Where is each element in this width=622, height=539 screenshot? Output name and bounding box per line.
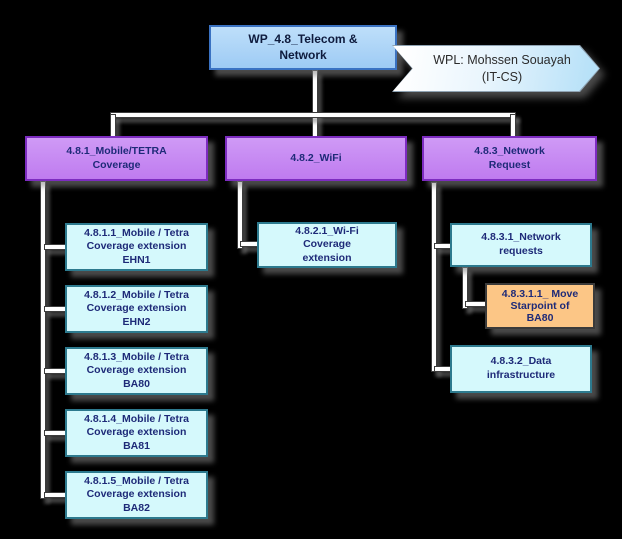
- connector-4815-stub: [44, 492, 67, 498]
- node-4-8-1-3-ba80: 4.8.1.3_Mobile / Tetra Coverage extensio…: [65, 347, 208, 395]
- node-4-8-3-2-label: 4.8.3.2_Data infrastructure: [486, 355, 556, 381]
- node-4-8-1-1-label: 4.8.1.1_Mobile / Tetra Coverage extensio…: [84, 226, 189, 266]
- node-4-8-3-2-data-infrastructure: 4.8.3.2_Data infrastructure: [450, 345, 592, 393]
- connector-481-spine: [40, 181, 46, 499]
- connector-branch3-stub: [510, 114, 516, 138]
- node-4-8-3-network-request: 4.8.3_Network Request: [422, 136, 597, 181]
- node-4-8-3-1-label: 4.8.3.1_Network requests: [481, 231, 561, 257]
- node-4-8-1-label: 4.8.1_Mobile/TETRA Coverage: [66, 144, 167, 171]
- node-4-8-1-mobile-tetra-coverage: 4.8.1_Mobile/TETRA Coverage: [25, 136, 208, 181]
- node-4-8-1-1-ehn1: 4.8.1.1_Mobile / Tetra Coverage extensio…: [65, 223, 208, 271]
- wpl-banner-label: WPL: Mohssen Souayah (IT-CS): [433, 52, 571, 84]
- node-4-8-1-2-label: 4.8.1.2_Mobile / Tetra Coverage extensio…: [84, 288, 189, 328]
- node-4-8-1-5-ba82: 4.8.1.5_Mobile / Tetra Coverage extensio…: [65, 471, 208, 519]
- wpl-banner-fill: WPL: Mohssen Souayah (IT-CS): [393, 46, 599, 91]
- node-4-8-2-1-label: 4.8.2.1_Wi-Fi Coverage extension: [295, 224, 359, 264]
- node-4-8-2-label: 4.8.2_WiFi: [290, 151, 342, 164]
- node-4-8-1-2-ehn2: 4.8.1.2_Mobile / Tetra Coverage extensio…: [65, 285, 208, 333]
- node-4-8-2-1-wifi-coverage-extension: 4.8.2.1_Wi-Fi Coverage extension: [257, 222, 397, 268]
- connector-48311-spine: [462, 267, 468, 309]
- connector-4811-stub: [44, 244, 67, 250]
- connector-4814-stub: [44, 430, 67, 436]
- node-4-8-1-3-label: 4.8.1.3_Mobile / Tetra Coverage extensio…: [84, 350, 189, 390]
- connector-4813-stub: [44, 368, 67, 374]
- node-4-8-3-1-1-label: 4.8.3.1.1_ Move Starpoint of BA80: [501, 287, 579, 325]
- node-4-8-1-5-label: 4.8.1.5_Mobile / Tetra Coverage extensio…: [84, 474, 189, 514]
- wpl-banner: WPL: Mohssen Souayah (IT-CS): [392, 45, 600, 92]
- node-4-8-3-1-network-requests: 4.8.3.1_Network requests: [450, 223, 592, 267]
- node-wp-4-8-telecom-network: WP_4.8_Telecom & Network: [209, 25, 397, 70]
- connector-4812-stub: [44, 306, 67, 312]
- connector-level2-rail: [110, 112, 516, 118]
- node-4-8-3-label: 4.8.3_Network Request: [474, 144, 545, 171]
- connector-48311-stub: [465, 301, 487, 307]
- connector-482-spine: [237, 181, 243, 249]
- connector-root-drop: [312, 70, 318, 138]
- node-4-8-3-1-1-move-starpoint-ba80: 4.8.3.1.1_ Move Starpoint of BA80: [485, 283, 595, 329]
- node-wp-4-8-label: WP_4.8_Telecom & Network: [248, 31, 358, 62]
- node-4-8-2-wifi: 4.8.2_WiFi: [225, 136, 407, 181]
- node-4-8-1-4-ba81: 4.8.1.4_Mobile / Tetra Coverage extensio…: [65, 409, 208, 457]
- wpl-banner-shape: WPL: Mohssen Souayah (IT-CS): [392, 45, 600, 92]
- connector-branch1-stub: [110, 114, 116, 138]
- node-4-8-1-4-label: 4.8.1.4_Mobile / Tetra Coverage extensio…: [84, 412, 189, 452]
- connector-483-spine: [431, 182, 437, 372]
